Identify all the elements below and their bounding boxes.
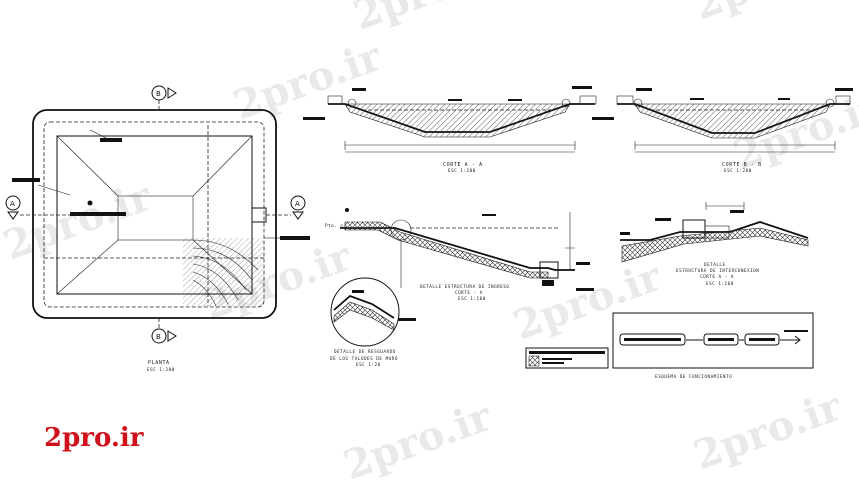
legend-box (525, 347, 609, 369)
plan-corner-hatch (183, 238, 263, 307)
axis-a-right-label: A (295, 200, 300, 208)
section-b-lining (634, 103, 831, 139)
scheme-frame (612, 312, 814, 369)
watermark-1: 2pro.ir (347, 0, 508, 39)
axis-marker-b-top: B (151, 85, 177, 110)
slope-detail-subtitle: DE LOS TALUDES DE MURO (330, 356, 398, 362)
brand-logo: 2pro.ir (44, 423, 144, 453)
plan-dashed-wall (43, 121, 265, 308)
watermark-2: 2pro.ir (687, 0, 848, 29)
entrance-subtitle: CORTE - A (455, 290, 483, 296)
entrance-box (539, 261, 559, 279)
interconnection-scale: ESC 1:100 (706, 281, 734, 287)
axis-marker-b-bottom: B (151, 318, 177, 344)
watermark-9: 2pro.ir (687, 383, 848, 480)
plan-title: PLANTA (148, 360, 170, 366)
entrance-scale: ESC 1:100 (458, 296, 486, 302)
plan-view: B B A A PLANTA ESC 1:200 (5, 85, 310, 373)
interconnection-detail: DETALLE ESTRUCTURA DE INTERCONEXION CORT… (620, 202, 809, 287)
plan-scale: ESC 1:200 (147, 367, 175, 373)
plan-note-right (280, 236, 310, 240)
watermark-8: 2pro.ir (337, 393, 498, 485)
plan-note-left (12, 178, 40, 182)
scheme-title: ESQUEMA DE FUNCIONAMIENTO (655, 374, 732, 380)
section-a-dimension (344, 141, 576, 153)
entrance-lining (344, 221, 549, 279)
operation-scheme: ESQUEMA DE FUNCIONAMIENTO (612, 312, 814, 380)
axis-b-top-label: B (156, 90, 161, 98)
axis-marker-a-left: A (5, 195, 118, 220)
section-b-scale: ESC 1:200 (724, 168, 752, 174)
axis-a-left-label: A (10, 200, 15, 208)
scheme-block-3 (744, 333, 780, 346)
section-a-scale: ESC 1:200 (448, 168, 476, 174)
slope-protection-detail: DETALLE DE RESGUARDO DE LOS TALUDES DE M… (330, 277, 416, 368)
entrance-level-label: Pto. n (325, 223, 344, 229)
entrance-title: DETALLE ESTRUCTURA DE INGRESO (420, 284, 510, 290)
plan-slope-edges (56, 135, 253, 295)
plan-outer-crest (32, 109, 277, 319)
slope-detail-circle (330, 277, 400, 347)
section-a-lining (344, 103, 571, 138)
plan-inlet-pipe (70, 212, 126, 216)
entrance-structure-detail: Pto. n DETALLE ESTRUCTURA DE INGRESO COR… (325, 208, 594, 302)
scheme-block-2 (703, 333, 739, 346)
axis-marker-a-right: A (266, 195, 306, 220)
scheme-block-1 (619, 333, 686, 346)
axis-b-bottom-label: B (156, 333, 161, 341)
plan-inlet-point (87, 200, 93, 206)
watermark-6: 2pro.ir (507, 253, 668, 350)
watermark-5: 2pro.ir (0, 173, 158, 270)
plan-note-top (100, 138, 122, 142)
legend-frame (525, 347, 609, 369)
plan-bottom-flat (117, 195, 194, 241)
interconnection-subtitle: ESTRUCTURA DE INTERCONEXION (676, 268, 759, 274)
section-a-title: CORTE A - A (443, 162, 483, 168)
slope-detail-title: DETALLE DE RESGUARDO (334, 349, 396, 355)
interconnection-lining (621, 227, 809, 263)
section-a-a: CORTE A - A ESC 1:200 (303, 86, 597, 174)
interconnection-title: DETALLE (704, 262, 726, 268)
slope-detail-scale: ESC 1:20 (356, 362, 381, 368)
section-b-title: CORTE B - B (722, 162, 762, 168)
section-b-b: CORTE B - B ESC 1:200 (592, 88, 853, 174)
interconnection-cut: CORTE A - A (700, 274, 734, 280)
